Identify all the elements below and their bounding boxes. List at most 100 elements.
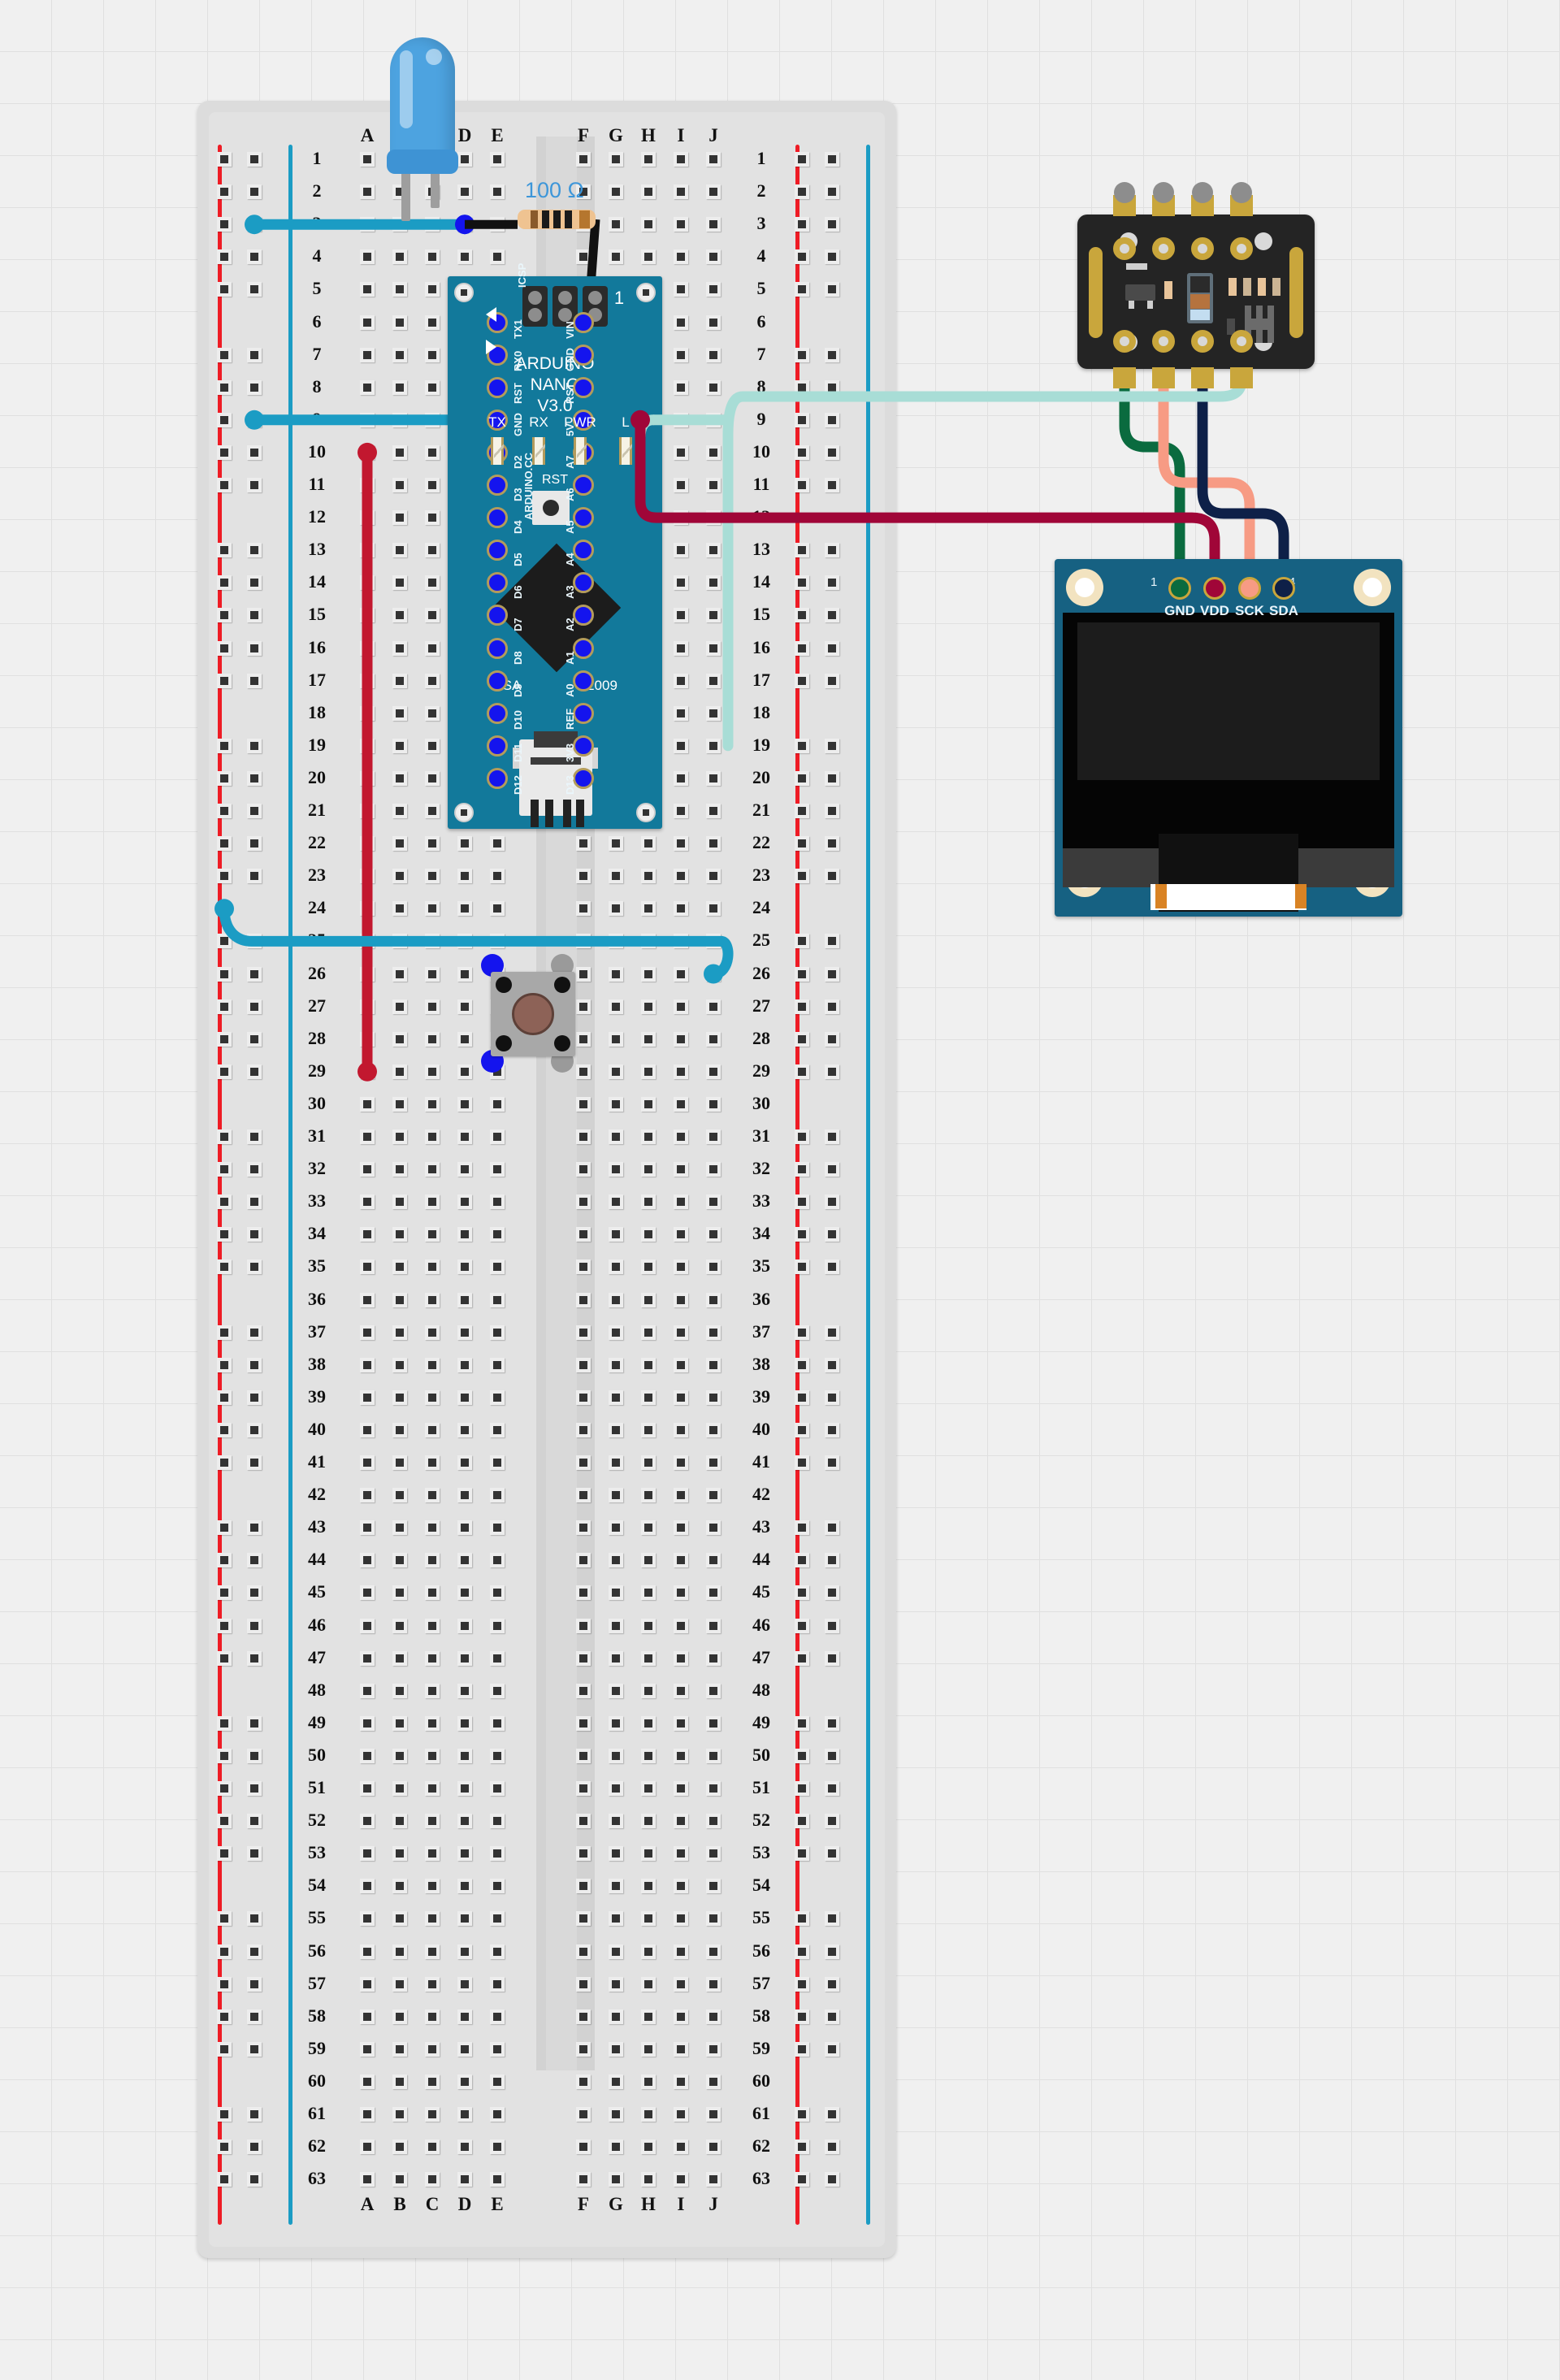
breadboard-rail-hole[interactable] [825, 1227, 839, 1242]
breadboard-hole-B43[interactable] [392, 1520, 407, 1536]
breadboard-hole-E50[interactable] [490, 1748, 505, 1763]
breadboard-hole-B4[interactable] [392, 249, 407, 265]
breadboard-rail-hole[interactable] [217, 934, 232, 949]
breadboard-hole-C4[interactable] [425, 249, 440, 265]
breadboard-hole-F47[interactable] [576, 1650, 591, 1666]
breadboard-rail-hole[interactable] [795, 1129, 809, 1144]
breadboard-hole-H2[interactable] [641, 184, 656, 200]
breadboard-rail-hole[interactable] [217, 1944, 232, 1959]
breadboard-hole-A47[interactable] [360, 1650, 375, 1666]
breadboard-rail-hole[interactable] [217, 1553, 232, 1568]
breadboard-rail-hole[interactable] [825, 2041, 839, 2057]
breadboard-hole-B32[interactable] [392, 1162, 407, 1177]
breadboard-rail-hole[interactable] [795, 1064, 809, 1079]
breadboard-hole-D45[interactable] [457, 1585, 472, 1601]
breadboard-hole-I13[interactable] [674, 543, 688, 558]
breadboard-hole-J21[interactable] [706, 804, 721, 818]
breadboard-hole-B47[interactable] [392, 1650, 407, 1666]
breadboard-hole-I31[interactable] [674, 1129, 688, 1144]
breadboard-rail-hole[interactable] [247, 2172, 262, 2187]
breadboard-hole-A33[interactable] [360, 1194, 375, 1210]
breadboard-hole-E53[interactable] [490, 1846, 505, 1862]
breadboard-rail-hole[interactable] [247, 2139, 262, 2155]
breadboard-hole-B44[interactable] [392, 1553, 407, 1568]
breadboard-hole-I34[interactable] [674, 1227, 688, 1242]
breadboard-hole-F44[interactable] [576, 1553, 591, 1568]
breadboard-hole-A6[interactable] [360, 314, 375, 330]
breadboard-hole-G55[interactable] [609, 1911, 623, 1927]
breadboard-rail-hole[interactable] [247, 1129, 262, 1144]
breadboard-rail-hole[interactable] [795, 836, 809, 852]
breadboard-rail-hole[interactable] [247, 543, 262, 558]
breadboard-hole-E38[interactable] [490, 1357, 505, 1372]
breadboard-rail-hole[interactable] [247, 2041, 262, 2057]
breadboard-hole-C44[interactable] [425, 1553, 440, 1568]
breadboard-hole-D46[interactable] [457, 1618, 472, 1633]
breadboard-hole-B46[interactable] [392, 1618, 407, 1633]
breadboard-rail-hole[interactable] [795, 217, 809, 232]
breadboard-hole-C7[interactable] [425, 347, 440, 362]
breadboard-hole-C52[interactable] [425, 1814, 440, 1829]
breadboard-hole-F38[interactable] [576, 1357, 591, 1372]
breadboard-hole-I53[interactable] [674, 1846, 688, 1862]
breadboard-hole-E42[interactable] [490, 1488, 505, 1503]
breadboard-hole-B7[interactable] [392, 347, 407, 362]
breadboard-hole-I56[interactable] [674, 1944, 688, 1959]
breadboard-hole-F2[interactable] [576, 184, 591, 200]
breadboard-rail-hole[interactable] [825, 2107, 839, 2122]
breadboard-hole-B53[interactable] [392, 1846, 407, 1862]
breadboard-rail-hole[interactable] [795, 2041, 809, 2057]
breadboard-rail-hole[interactable] [217, 543, 232, 558]
breadboard-hole-E47[interactable] [490, 1650, 505, 1666]
breadboard-hole-H33[interactable] [641, 1194, 656, 1210]
breadboard-rail-hole[interactable] [795, 444, 809, 460]
breadboard-rail-hole[interactable] [217, 1650, 232, 1666]
breadboard-hole-C29[interactable] [425, 1064, 440, 1079]
breadboard-hole-I16[interactable] [674, 640, 688, 656]
breadboard-hole-H46[interactable] [641, 1618, 656, 1633]
breadboard-hole-J48[interactable] [706, 1683, 721, 1698]
breadboard-hole-J29[interactable] [706, 1064, 721, 1079]
breadboard-hole-J1[interactable] [706, 152, 721, 167]
breadboard-rail-hole[interactable] [795, 1911, 809, 1927]
breadboard-hole-B54[interactable] [392, 1879, 407, 1894]
breadboard-hole-D52[interactable] [457, 1814, 472, 1829]
breadboard-rail-hole[interactable] [825, 966, 839, 982]
breadboard-rail-hole[interactable] [825, 543, 839, 558]
breadboard-hole-J31[interactable] [706, 1129, 721, 1144]
breadboard-rail-hole[interactable] [825, 1520, 839, 1536]
breadboard-rail-hole[interactable] [217, 347, 232, 362]
breadboard-hole-D36[interactable] [457, 1292, 472, 1307]
breadboard-hole-A35[interactable] [360, 1259, 375, 1275]
breadboard-hole-I30[interactable] [674, 1096, 688, 1112]
breadboard-hole-B35[interactable] [392, 1259, 407, 1275]
breadboard-hole-G42[interactable] [609, 1488, 623, 1503]
breadboard-hole-B56[interactable] [392, 1944, 407, 1959]
breadboard-rail-hole[interactable] [217, 1162, 232, 1177]
breadboard-rail-hole[interactable] [217, 608, 232, 623]
breadboard-hole-D54[interactable] [457, 1879, 472, 1894]
breadboard-hole-F35[interactable] [576, 1259, 591, 1275]
breadboard-hole-B12[interactable] [392, 510, 407, 526]
breadboard-rail-hole[interactable] [217, 282, 232, 297]
breadboard-hole-J39[interactable] [706, 1389, 721, 1405]
breadboard-hole-I54[interactable] [674, 1879, 688, 1894]
breadboard-hole-J20[interactable] [706, 770, 721, 786]
breadboard-rail-hole[interactable] [825, 1814, 839, 1829]
breadboard-rail-hole[interactable] [217, 1194, 232, 1210]
breadboard-rail-hole[interactable] [217, 1324, 232, 1340]
breadboard-rail-hole[interactable] [825, 1911, 839, 1927]
breadboard-hole-F42[interactable] [576, 1488, 591, 1503]
breadboard-hole-A7[interactable] [360, 347, 375, 362]
breadboard-hole-G30[interactable] [609, 1096, 623, 1112]
breadboard-rail-hole[interactable] [247, 478, 262, 492]
breadboard-rail-hole[interactable] [825, 1553, 839, 1568]
breadboard-hole-A8[interactable] [360, 379, 375, 395]
breadboard-rail-hole[interactable] [795, 1227, 809, 1242]
breadboard-rail-hole[interactable] [795, 1324, 809, 1340]
breadboard-rail-hole[interactable] [795, 543, 809, 558]
breadboard-rail-hole[interactable] [795, 2172, 809, 2187]
breadboard-hole-A1[interactable] [360, 152, 375, 167]
breadboard-hole-F30[interactable] [576, 1096, 591, 1112]
breadboard-rail-hole[interactable] [217, 1846, 232, 1862]
